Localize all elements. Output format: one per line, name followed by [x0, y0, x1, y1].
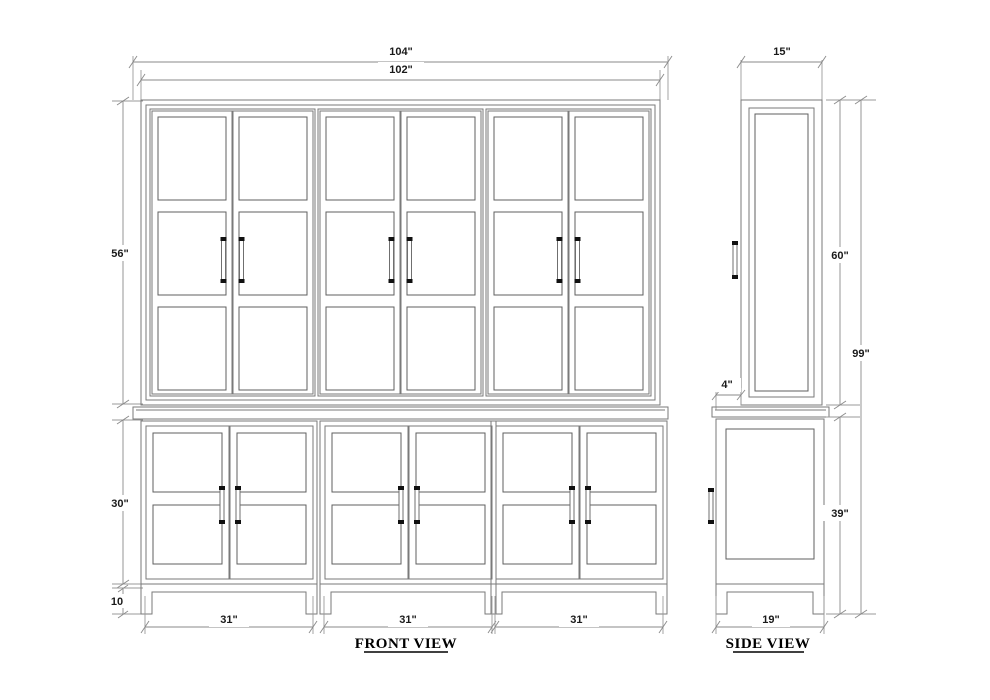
side-view-title: SIDE VIEW [726, 636, 811, 652]
dim-label-4: 4" [721, 379, 732, 391]
dim-label-30: 30" [111, 498, 128, 510]
dim-overall-height: 99" [844, 95, 878, 619]
front-countertop [132, 406, 669, 420]
dim-upper-height-side: 60" [823, 95, 860, 410]
dim-label-15: 15" [773, 46, 790, 58]
dim-label-31-left: 31" [220, 614, 237, 626]
dim-label-31-right: 31" [570, 614, 587, 626]
upper-bay-left[interactable] [149, 108, 316, 397]
front-legs-apron [140, 583, 668, 615]
side-view-title-group: SIDE VIEW [726, 636, 811, 653]
front-upper-cabinet [140, 99, 661, 406]
dim-label-31-center: 31" [399, 614, 416, 626]
handle-upper-center-bay[interactable] [388, 237, 413, 283]
lower-bay-left[interactable] [140, 420, 318, 585]
dim-overall-width-inner: 102" [136, 62, 665, 100]
dim-leg-height: 10 [104, 584, 150, 619]
side-countertop [711, 406, 830, 418]
dim-label-10: 10 [111, 596, 123, 608]
dim-lower-height-side: 39" [823, 412, 860, 619]
lower-bay-right[interactable] [490, 420, 668, 585]
dim-lower-depth: 19" [711, 596, 829, 634]
handle-side-upper[interactable] [732, 241, 738, 279]
front-view-title-group: FRONT VIEW [355, 636, 457, 653]
upper-bay-center[interactable] [317, 108, 484, 397]
dim-label-99: 99" [852, 348, 869, 360]
front-view-title: FRONT VIEW [355, 636, 457, 652]
side-lower-cabinet[interactable] [708, 418, 825, 615]
dim-label-60: 60" [831, 250, 848, 262]
dim-bay-widths: 31" 31" 31" [140, 596, 668, 634]
front-view-group: 104" 102" 56" [104, 44, 673, 653]
side-upper-cabinet[interactable] [732, 99, 823, 406]
handle-lower-center-bay[interactable] [398, 486, 420, 524]
lower-bay-center[interactable] [319, 420, 497, 585]
dim-label-104: 104" [389, 46, 413, 58]
upper-bay-right[interactable] [485, 108, 652, 397]
handle-side-lower[interactable] [708, 488, 714, 524]
front-lower-cabinet [140, 420, 668, 585]
dim-lower-height: 30" [104, 415, 143, 589]
dim-label-56: 56" [111, 248, 128, 260]
dim-upper-height: 56" [104, 96, 143, 409]
dim-label-19: 19" [762, 614, 779, 626]
dim-upper-depth: 15" [736, 44, 827, 100]
dim-counter-overhang: 4" [711, 378, 746, 410]
handle-upper-left-bay[interactable] [220, 237, 245, 283]
handle-lower-left-bay[interactable] [219, 486, 241, 524]
handle-lower-right-bay[interactable] [569, 486, 591, 524]
dim-label-39: 39" [831, 508, 848, 520]
handle-upper-right-bay[interactable] [556, 237, 581, 283]
dim-label-102: 102" [389, 64, 413, 76]
side-view-group: 15" 4" [708, 44, 878, 653]
